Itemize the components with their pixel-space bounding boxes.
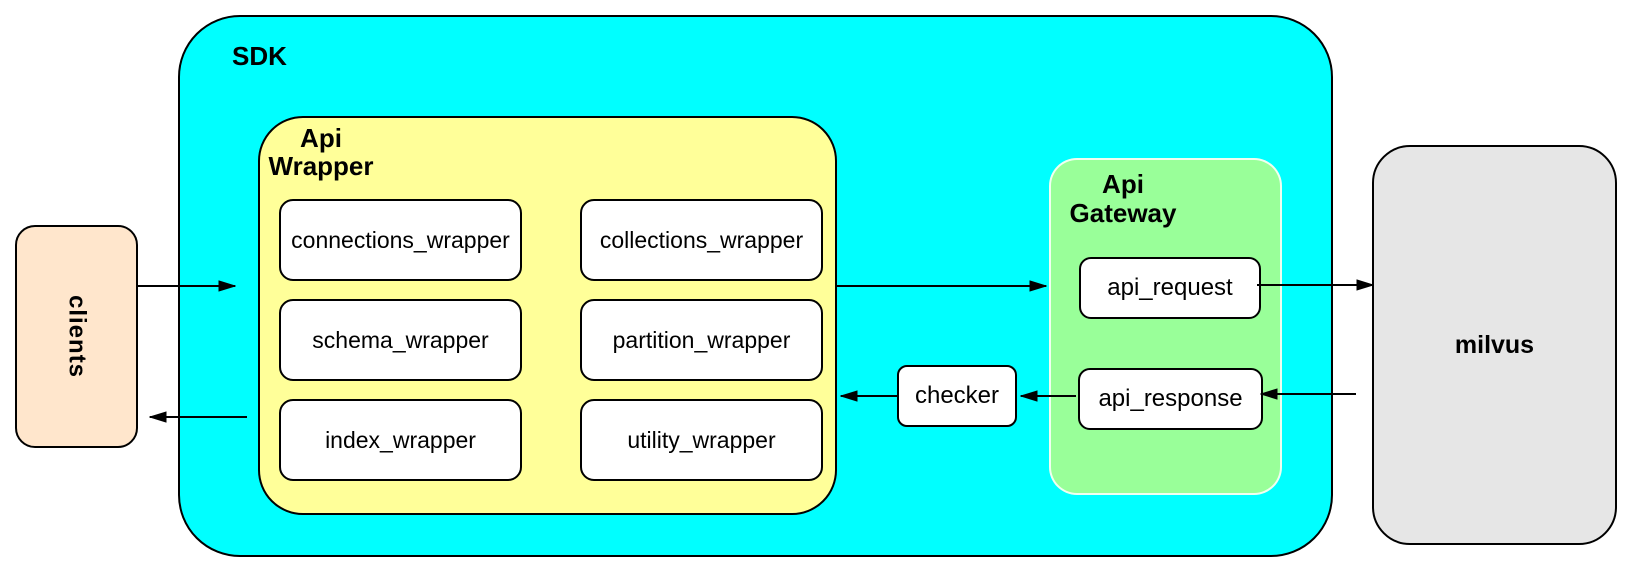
- api-gateway-container: Api Gateway api_request api_response: [1049, 158, 1282, 495]
- api-wrapper-container: Api Wrapper connections_wrapper collecti…: [258, 116, 837, 515]
- clients-label: clients: [63, 294, 91, 379]
- node-schema-wrapper: schema_wrapper: [279, 299, 522, 381]
- api-gateway-label-line2: Gateway: [1069, 197, 1177, 228]
- node-clients: clients: [15, 225, 138, 448]
- api-wrapper-label-line1: Api: [300, 123, 342, 153]
- node-api-response: api_response: [1078, 368, 1263, 430]
- node-partition-wrapper: partition_wrapper: [580, 299, 823, 381]
- node-api-request: api_request: [1079, 257, 1261, 319]
- node-collections-wrapper: collections_wrapper: [580, 199, 823, 281]
- sdk-label: SDK: [232, 41, 287, 71]
- api-gateway-label: Api Gateway: [1061, 170, 1185, 227]
- node-utility-wrapper: utility_wrapper: [580, 399, 823, 481]
- node-index-wrapper: index_wrapper: [279, 399, 522, 481]
- node-connections-wrapper: connections_wrapper: [279, 199, 522, 281]
- api-gateway-label-line1: Api: [1102, 169, 1144, 199]
- api-wrapper-label-line2: Wrapper: [268, 151, 374, 182]
- node-milvus: milvus: [1372, 145, 1617, 545]
- node-checker: checker: [897, 365, 1017, 427]
- api-wrapper-label: Api Wrapper: [264, 124, 378, 180]
- milvus-label: milvus: [1454, 330, 1535, 359]
